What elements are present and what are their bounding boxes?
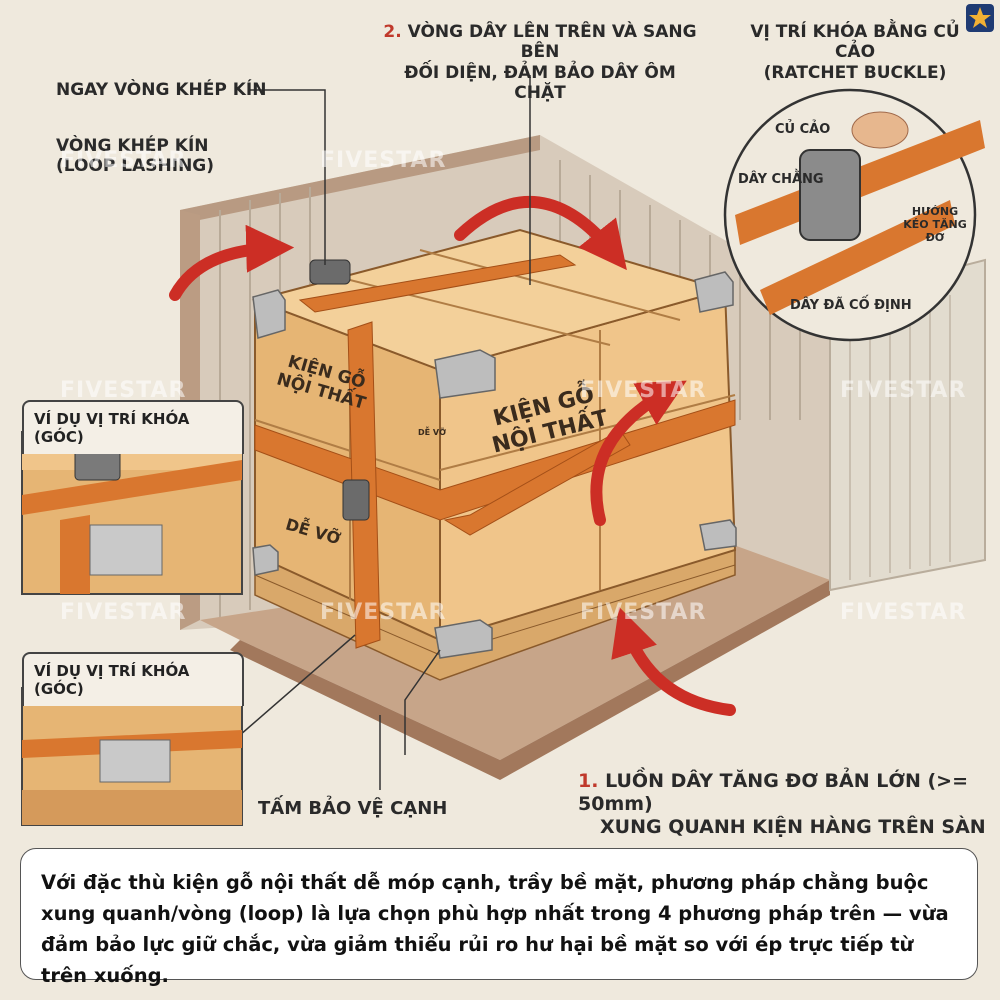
loop-lashing-line2: (LOOP LASHING) xyxy=(56,156,215,177)
step1-line1: LUỒN DÂY TĂNG ĐƠ BẢN LỚN (>= 50mm) xyxy=(578,770,968,815)
loop-lashing-label: VÒNG KHÉP KÍN (LOOP LASHING) xyxy=(56,136,214,177)
inset-top-title: VÍ DỤ VỊ TRÍ KHÓA (GÓC) xyxy=(22,400,244,454)
edge-protector-label: TẤM BẢO VỆ CẠNH xyxy=(258,798,448,819)
watermark: FIVESTAR xyxy=(840,600,967,625)
loop-lashing-line1: VÒNG KHÉP KÍN xyxy=(56,136,209,156)
step1-label: 1. LUỒN DÂY TĂNG ĐƠ BẢN LỚN (>= 50mm) XU… xyxy=(578,770,988,838)
buckle-label: VỊ TRÍ KHÓA BẰNG CỦ CẢO (RATCHET BUCKLE) xyxy=(740,22,970,83)
watermark: FIVESTAR xyxy=(320,148,447,173)
watermark: FIVESTAR xyxy=(60,600,187,625)
inset-bottom-title: VÍ DỤ VỊ TRÍ KHÓA (GÓC) xyxy=(22,652,244,706)
callout-strap: DÂY CHẰNG xyxy=(738,172,824,187)
step2-number: 2. xyxy=(383,22,402,42)
caption-box: Với đặc thù kiện gỗ nội thất dễ móp cạnh… xyxy=(20,848,978,987)
leader-lines xyxy=(239,75,531,790)
buckle-line2: (RATCHET BUCKLE) xyxy=(763,62,947,83)
step2-label: 2. VÒNG DÂY LÊN TRÊN VÀ SANG BÊN ĐỐI DIỆ… xyxy=(380,22,700,104)
step1-number: 1. xyxy=(578,770,599,792)
inset-bottom xyxy=(21,687,243,826)
direction-arrows xyxy=(169,196,736,716)
watermark: FIVESTAR xyxy=(580,600,707,625)
edge-protectors xyxy=(252,271,737,659)
fragile-small: DỄ VỠ xyxy=(418,428,447,437)
buckle-line1: VỊ TRÍ KHÓA BẰNG CỦ CẢO xyxy=(750,22,960,63)
watermark: FIVESTAR xyxy=(580,378,707,403)
caption-text: Với đặc thù kiện gỗ nội thất dễ móp cạnh… xyxy=(41,871,949,987)
watermark: FIVESTAR xyxy=(60,148,187,173)
step2-line1: VÒNG DÂY LÊN TRÊN VÀ SANG BÊN xyxy=(407,22,697,63)
ratchet-detail-circle xyxy=(723,88,985,342)
inset-top xyxy=(21,431,243,595)
step2-line2: ĐỐI DIỆN, ĐẢM BẢO DÂY ÔM CHẶT xyxy=(404,62,676,104)
step1-line2: XUNG QUANH KIỆN HÀNG TRÊN SÀN xyxy=(600,815,986,838)
watermark: FIVESTAR xyxy=(60,378,187,403)
watermark: FIVESTAR xyxy=(320,600,447,625)
brand-logo-icon xyxy=(966,4,994,32)
watermark: FIVESTAR xyxy=(840,378,967,403)
loop-close-label: NGAY VÒNG KHÉP KÍN xyxy=(56,80,267,100)
callout-ratchet: CỦ CẢO xyxy=(775,122,831,137)
callout-tension: HƯỚNG KÉO TĂNG ĐƠ xyxy=(903,205,967,245)
callout-fixed: DÂY ĐÃ CỐ ĐỊNH xyxy=(790,298,912,313)
